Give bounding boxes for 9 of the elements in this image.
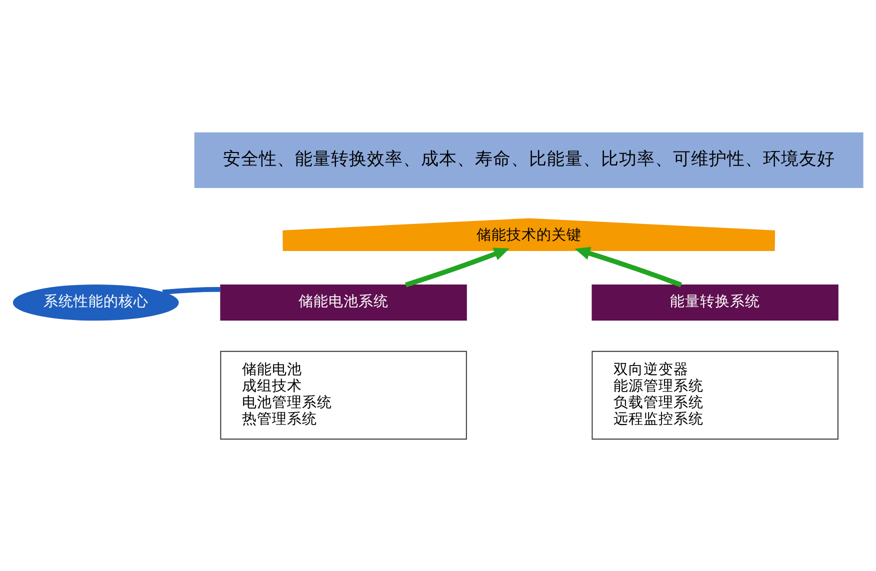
node-box: 安全性、能量转换效率、成本、寿命、比能量、比功率、可维护性、环境友好: [194, 132, 864, 188]
node-ellipse: 系统性能的核心: [12, 284, 179, 320]
node-box: 双向逆变器 能源管理系统 负载管理系统 远程监控系统: [592, 350, 838, 440]
connector: [162, 286, 221, 294]
node-box: 储能电池 成组技术 电池管理系统 热管理系统: [220, 350, 467, 440]
node-box: 储能电池系统: [220, 284, 467, 320]
arrow: [574, 246, 682, 287]
arrow: [405, 247, 510, 287]
node-box: 能量转换系统: [592, 284, 838, 320]
